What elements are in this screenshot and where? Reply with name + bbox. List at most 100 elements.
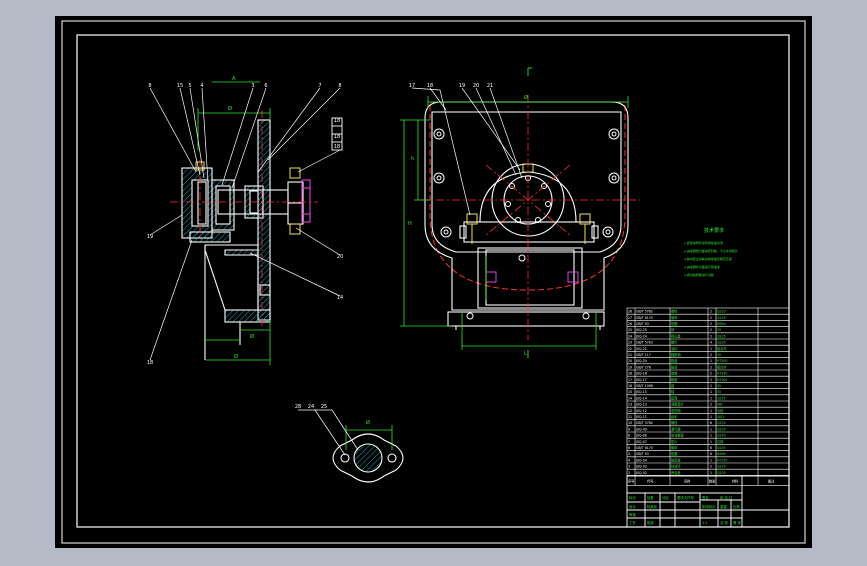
part-balloon: 18: [334, 134, 340, 140]
part-balloon: 3: [251, 83, 254, 89]
bom-cell-no: 25: [628, 328, 632, 332]
bom-cell-mat: HT200: [717, 378, 727, 382]
bom-cell-no: 12: [628, 409, 632, 413]
tech-line: 3.箱内装全损耗系统用油至规定高度: [684, 256, 732, 261]
bom-header-mat: 材料: [732, 478, 739, 483]
bom-cell-qty: 1: [710, 458, 712, 462]
bom-cell-mat: 65Mn: [717, 452, 726, 456]
bom-cell-name: 视孔盖: [671, 333, 681, 338]
bom-cell-qty: 2: [710, 465, 712, 469]
bom-cell-name: 圆锥销: [671, 352, 681, 357]
bom-cell-code: GB/T 6170: [636, 446, 653, 450]
bom-cell-mat: Q235: [717, 421, 726, 425]
bom-cell-code: GB/T 276: [636, 365, 651, 369]
bom-cell-mat: HT150: [717, 458, 727, 462]
bom-cell-no: 16: [628, 384, 632, 388]
part-balloon: 17: [409, 83, 415, 89]
bom-cell-mat: Q235: [717, 341, 726, 345]
part-balloon: 19: [147, 234, 153, 240]
tech-title: 技术要求: [704, 227, 724, 234]
bom-cell-code: JSQ-22: [635, 347, 647, 351]
bom-cell-name: 螺栓: [671, 420, 678, 425]
bom-cell-qty: 2: [710, 365, 712, 369]
title-block-cell: 1:1: [702, 521, 707, 525]
part-balloon: 7: [318, 83, 321, 89]
title-block-cell: 标记: [629, 495, 636, 500]
bom-cell-mat: Q235: [717, 471, 726, 475]
dim-label: Ø: [228, 105, 232, 112]
bom-cell-qty: 2: [710, 372, 712, 376]
bom-cell-qty: 2: [710, 403, 712, 407]
bom-header-code: 代号: [647, 478, 653, 483]
bom-cell-mat: Q235: [717, 396, 726, 400]
bom-cell-name: 轴承: [671, 364, 678, 369]
bom-cell-name: 端盖: [671, 371, 678, 376]
bom-cell-mat: 40Cr: [717, 415, 725, 419]
bom-cell-mat: HT150: [717, 372, 727, 376]
bom-cell-qty: 4: [710, 341, 712, 345]
part-balloon: 18: [334, 144, 340, 150]
part-balloon: 21: [487, 83, 493, 89]
bom-cell-code: JSQ-12: [635, 409, 647, 413]
bom-cell-mat: Q235: [717, 334, 726, 338]
bom-cell-mat: Q235: [717, 310, 726, 314]
bom-cell-code: JSQ-25: [635, 328, 647, 332]
part-balloon: 15: [177, 83, 183, 89]
bom-cell-no: 24: [628, 334, 632, 338]
bom-cell-name: 螺钉: [671, 340, 678, 345]
bom-cell-code: GB/T 5782: [636, 310, 653, 314]
bom-cell-qty: 1: [710, 440, 712, 444]
bom-cell-code: GB/T 6170: [636, 316, 653, 320]
bom-header-name: 名称: [684, 478, 691, 483]
bom-cell-name: 放油螺塞: [671, 433, 685, 438]
part-balloon: 14: [337, 295, 343, 301]
bom-cell-no: 5: [628, 452, 630, 456]
dim-label: h: [411, 156, 414, 162]
bom-header-no: 序号: [628, 478, 634, 483]
bom-cell-code: JSQ-07: [635, 440, 647, 444]
tech-line: 2.减速器剖分面涂密封胶，不允许用垫片: [684, 248, 738, 253]
tech-line: 1.装配前所有零件用煤油清洗: [684, 240, 723, 245]
title-block-cell: 第 张: [733, 520, 741, 525]
bom-cell-mat: 组合件: [717, 364, 727, 369]
bom-cell-name: 甩油盘: [671, 470, 681, 475]
part-balloon: 8: [338, 83, 341, 89]
bom-cell-no: 8: [628, 434, 630, 438]
dim-label: Ø: [366, 419, 370, 426]
title-block-cell: 签名: [702, 495, 709, 500]
bom-cell-name: 轴承盖: [671, 457, 681, 462]
outer-border: [61, 20, 806, 544]
bom-cell-code: GB/T 5782: [636, 421, 653, 425]
bom-cell-code: JSQ-17: [635, 378, 647, 382]
bom-cell-code: JSQ-13: [635, 403, 647, 407]
bom-cell-name: 销: [671, 327, 675, 332]
bom-cell-code: JSQ-15: [635, 390, 647, 394]
bom-cell-name: 轴: [671, 389, 674, 394]
dim-label: A: [232, 76, 236, 82]
bom-cell-code: JSQ-18: [635, 372, 647, 376]
bom-cell-code: GB/T 5783: [636, 341, 653, 345]
bom-cell-code: JSQ-08: [635, 434, 647, 438]
front-view-right: Ø H h L: [400, 67, 640, 358]
title-block-cell: 设计: [629, 504, 636, 509]
bom-cell-name: 垫圈: [671, 321, 677, 326]
bom-cell-name: 齿轮: [671, 414, 678, 419]
bom-cell-mat: 45: [717, 390, 721, 394]
title-block-cell: 共 张: [720, 520, 728, 525]
bom-cell-name: 箱座: [671, 377, 678, 382]
bom-cell-mat: 45: [717, 384, 721, 388]
bom-cell-name: 油标: [671, 346, 678, 351]
bom-cell-no: 14: [628, 396, 632, 400]
bom-header-note: 备注: [768, 478, 775, 483]
bom-cell-no: 23: [628, 341, 632, 345]
bom-cell-no: 3: [628, 465, 630, 469]
bom-cell-mat: 组合件: [717, 346, 727, 351]
detail-view-bottom: Ø: [298, 409, 404, 483]
bom-cell-qty: 2: [710, 316, 712, 320]
bom-cell-no: 17: [628, 378, 632, 382]
bom-cell-name: 螺母: [671, 315, 677, 320]
bom-cell-no: 9: [628, 427, 630, 431]
bom-cell-no: 27: [628, 316, 632, 320]
